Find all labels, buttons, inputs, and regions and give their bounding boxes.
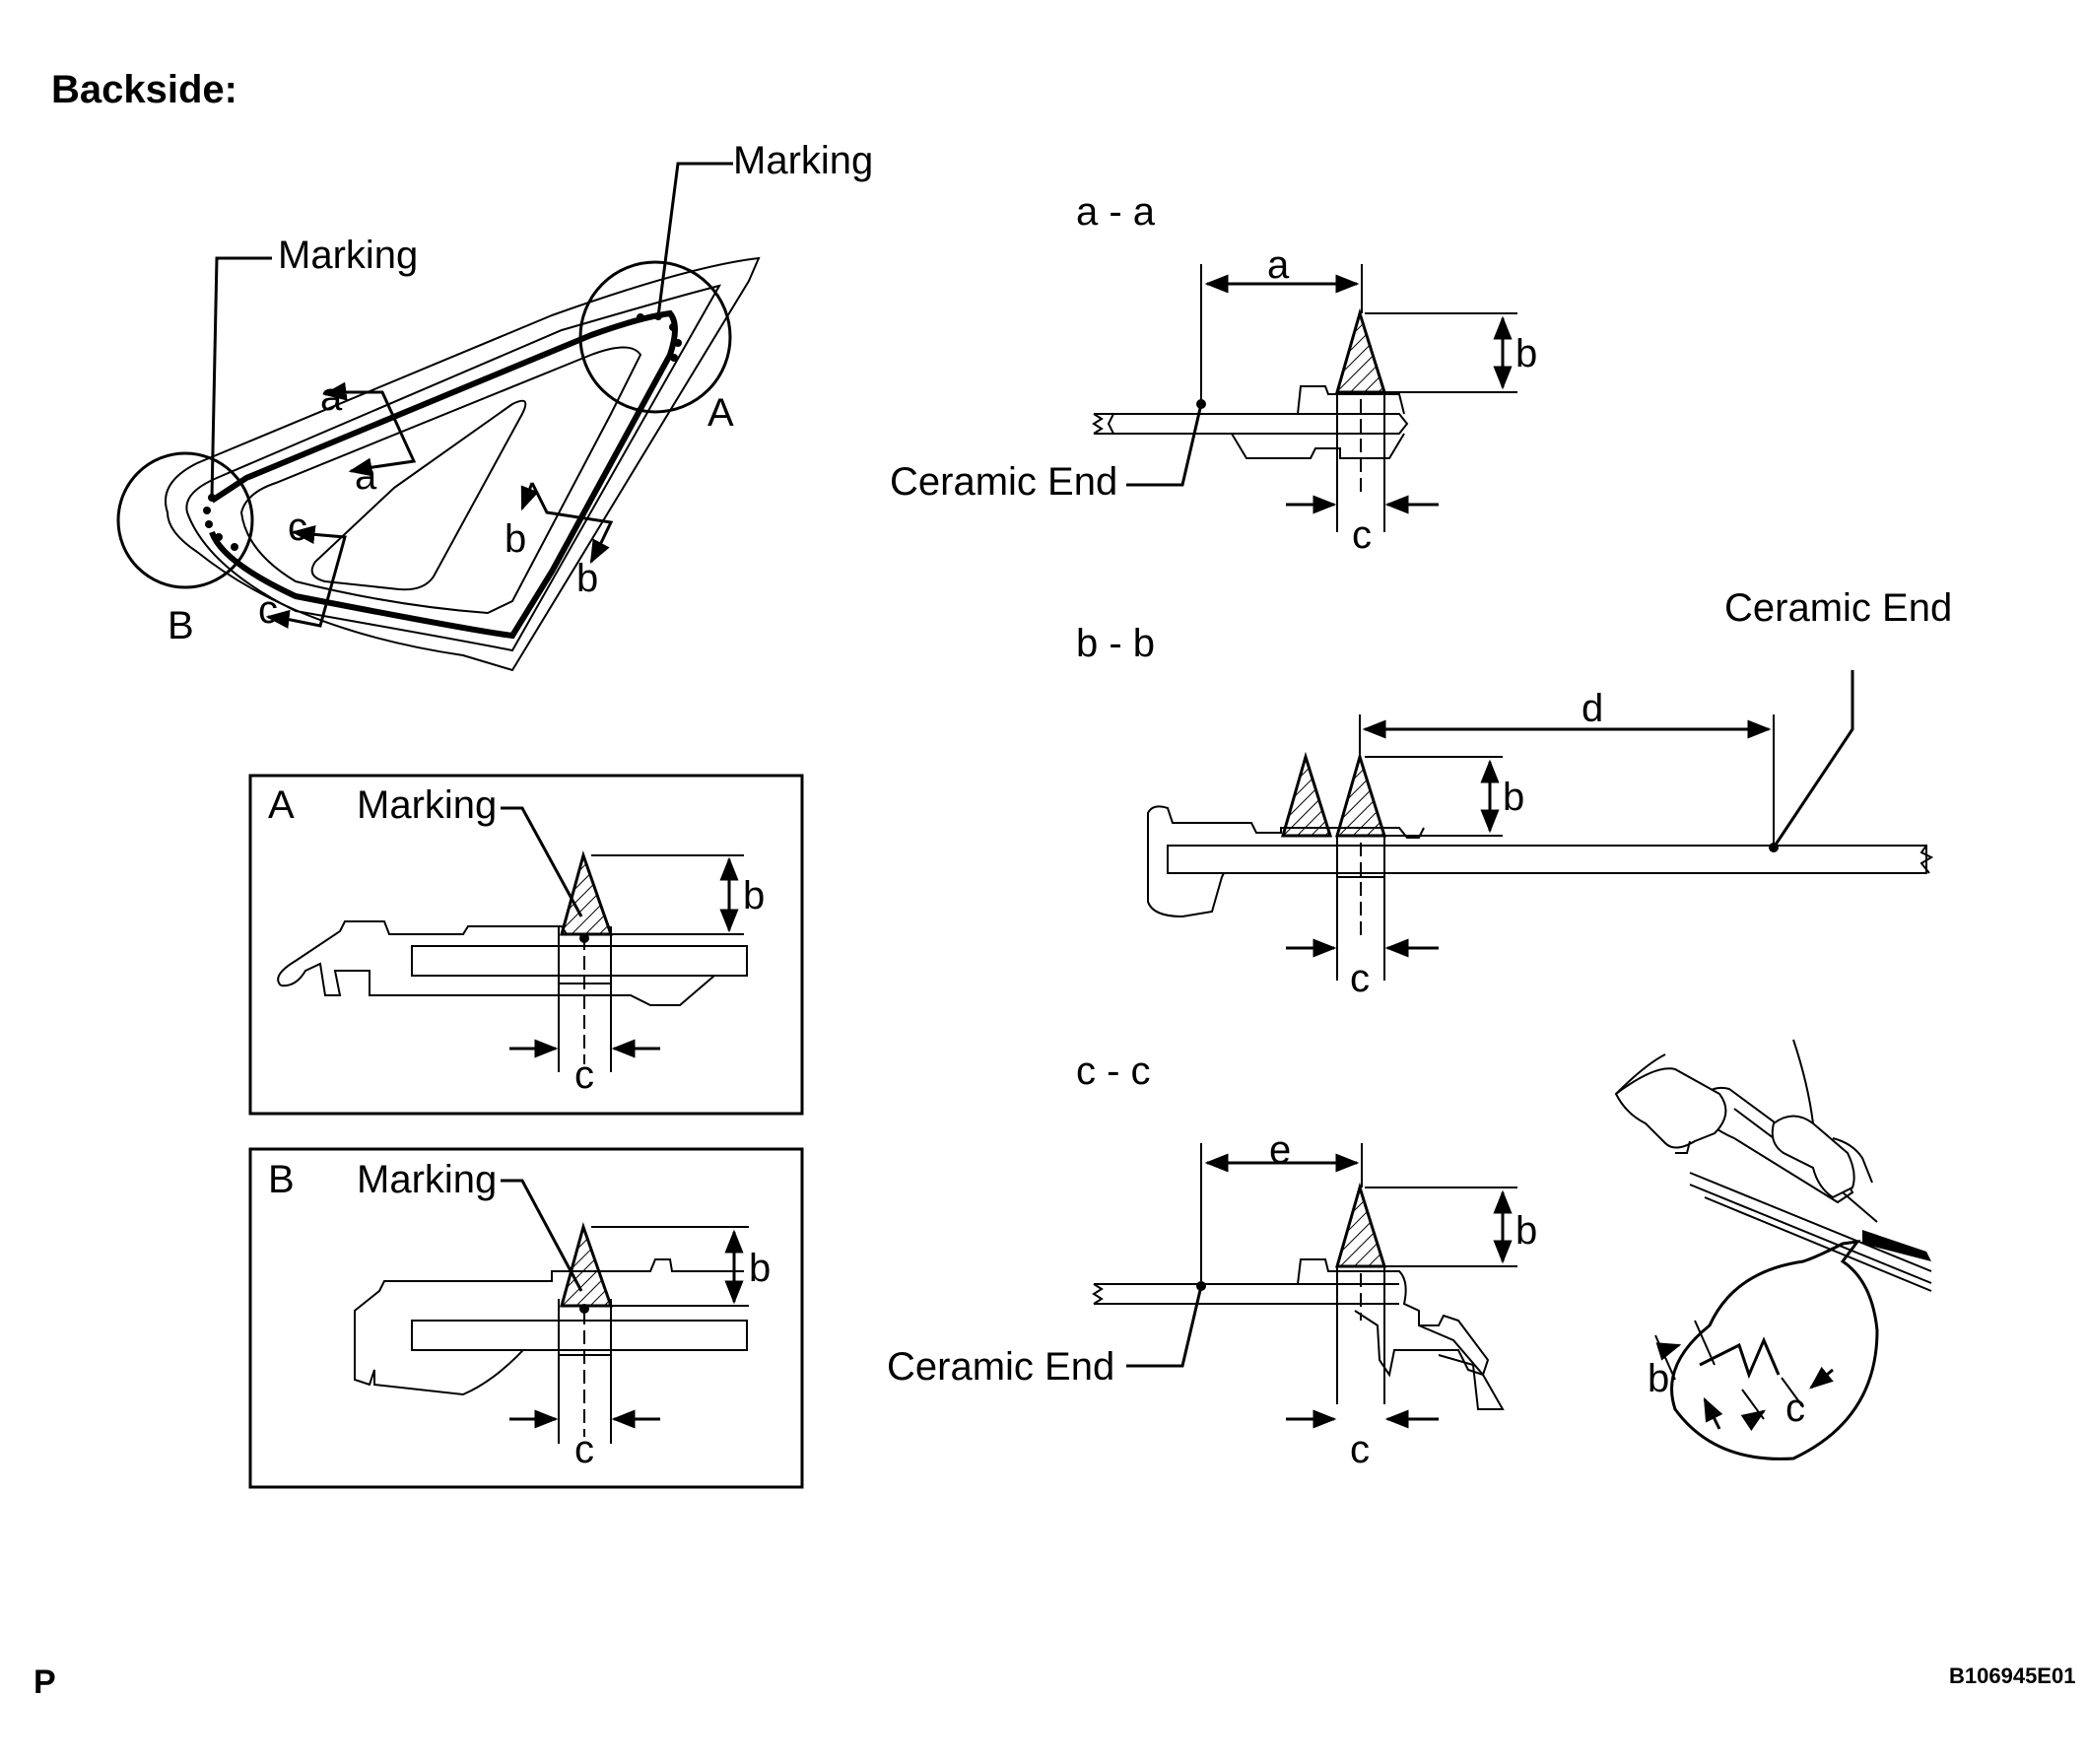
detail-b-label: B (268, 1158, 295, 1201)
bead-profile-zigzag (1699, 1336, 1781, 1380)
marking-right-leader (656, 162, 733, 317)
marking-left-leader (210, 256, 272, 499)
section-aa-dim-a: a (1267, 243, 1290, 287)
adhesive-application-illustration (1614, 1039, 1932, 1460)
section-bb-bead-1 (1281, 751, 1333, 838)
section-aa (1092, 264, 1517, 532)
overview-sec-a2: a (355, 454, 377, 498)
inner-opening (310, 399, 527, 591)
section-cc (1092, 1143, 1517, 1429)
section-bb-molding-bottom (1147, 848, 1229, 918)
section-aa-ceramic-end: Ceramic End (890, 460, 1117, 504)
detail-a-glass (411, 945, 748, 977)
detail-a-box (248, 774, 804, 1116)
applied-bead (1862, 1230, 1931, 1261)
marking-dots-left (203, 494, 238, 551)
detail-a-dim-b: b (743, 874, 765, 917)
detail-a-molding (277, 920, 744, 986)
page-mark: P (34, 1663, 56, 1701)
section-bb-dim-c: c (1350, 957, 1370, 1000)
section-aa-dim-c: c (1352, 513, 1372, 557)
overview-sec-c1: c (288, 506, 307, 549)
section-cc-ceramic-end: Ceramic End (887, 1345, 1114, 1389)
section-aa-bead (1335, 307, 1387, 394)
section-bb-ceramic-leader (1772, 670, 1854, 848)
overview-marking-left: Marking (278, 234, 418, 277)
section-bb-ceramic-end: Ceramic End (1724, 586, 1952, 630)
section-bb-title: b - b (1076, 622, 1155, 665)
left-hand-icon (1614, 1067, 1727, 1149)
section-bb-dim-b: b (1503, 776, 1524, 819)
detail-a-label: A (268, 783, 295, 827)
section-bb (1147, 670, 1934, 981)
detail-b-marking: Marking (357, 1158, 497, 1201)
ceramic-line (239, 346, 642, 615)
section-bb-glass (1167, 845, 1927, 874)
detail-b-molding (354, 1258, 744, 1321)
overview-label-a: A (707, 391, 734, 435)
overview-label-b: B (168, 604, 194, 647)
detail-a-marking-leader (501, 806, 583, 917)
section-cc-bead (1335, 1182, 1387, 1268)
overview-sec-b1: b (505, 517, 526, 561)
glass-inner-outline (185, 284, 722, 652)
section-aa-glass (1107, 413, 1409, 435)
figure-code: B106945E01 (1949, 1663, 2075, 1688)
section-a-cut (340, 390, 417, 470)
section-aa-title: a - a (1076, 190, 1156, 234)
section-cc-molding-flange (1418, 1324, 1505, 1410)
molding-bead (209, 309, 678, 640)
detail-b-glass (411, 1320, 748, 1351)
section-aa-molding (1231, 385, 1405, 459)
detail-a-marking: Marking (357, 783, 497, 827)
section-c-cut (285, 532, 347, 628)
inset-dim-c: c (1785, 1387, 1805, 1430)
detail-circle-a (578, 260, 732, 414)
detail-circle-b (116, 451, 254, 589)
section-cc-dim-e: e (1269, 1128, 1291, 1172)
section-aa-dim-b: b (1515, 332, 1537, 375)
glass-outline (165, 256, 761, 672)
magnifier-circle (1670, 1240, 1879, 1460)
detail-a-molding-bottom (280, 962, 715, 1006)
detail-b-dim-c: c (574, 1428, 594, 1471)
overview-sec-a1: a (320, 375, 343, 419)
window-overview (116, 162, 761, 672)
right-hand-icon (1771, 1115, 1855, 1199)
section-cc-dim-c: c (1350, 1428, 1370, 1471)
section-cc-dim-b: b (1515, 1209, 1537, 1253)
detail-b-dim-b: b (749, 1247, 771, 1290)
detail-b-box (248, 1147, 804, 1489)
section-bb-dim-d: d (1582, 687, 1603, 730)
section-cc-ceramic-leader (1126, 1285, 1203, 1368)
section-cc-title: c - c (1076, 1050, 1151, 1093)
section-b-cut (530, 482, 614, 548)
page-title: Backside: (51, 68, 237, 111)
detail-b-marking-leader (501, 1179, 583, 1292)
overview-marking-right: Marking (733, 139, 873, 182)
detail-a-dim-c: c (574, 1053, 594, 1097)
section-bb-bead-2 (1335, 751, 1387, 838)
overview-sec-b2: b (576, 557, 598, 600)
section-aa-ceramic-leader (1126, 403, 1203, 487)
overview-sec-c2: c (258, 588, 278, 632)
inset-dim-b: b (1648, 1357, 1669, 1400)
section-cc-molding (1297, 1258, 1490, 1378)
